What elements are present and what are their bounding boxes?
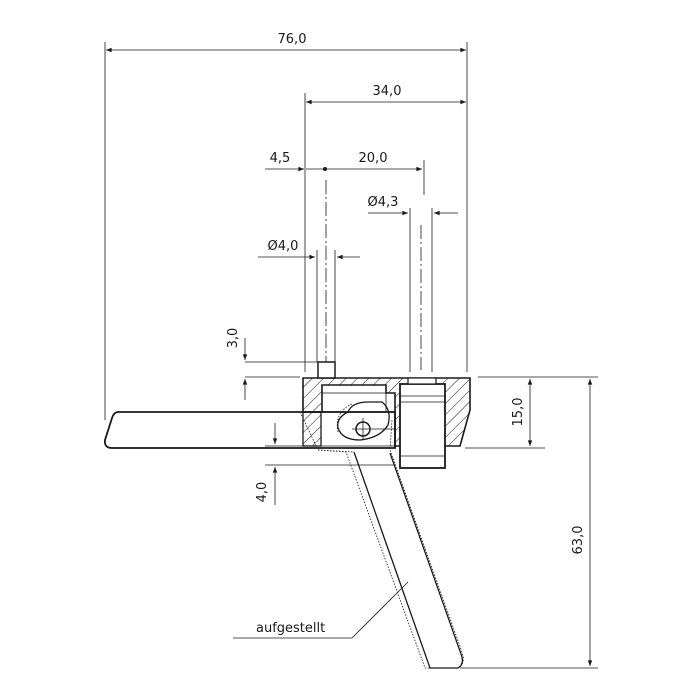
dimension-pin-diameter-label: Ø4,0 [268, 239, 299, 254]
lever-raised [299, 403, 464, 669]
right-bolt [399, 377, 446, 469]
top-pin [317, 361, 336, 379]
dimension-pin-diameter: Ø4,0 [258, 239, 360, 362]
dimension-pin-height: 3,0 [226, 328, 248, 400]
dimension-body-width: 34,0 [305, 84, 467, 105]
label-raised-position: aufgestellt [233, 581, 409, 639]
dimension-hole-diameter-label: Ø4,3 [368, 195, 399, 210]
dimension-lever-thickness-label: 4,0 [255, 482, 270, 503]
dimension-overall-width-label: 76,0 [278, 32, 307, 47]
dimension-pin-height-label: 3,0 [226, 328, 241, 349]
raised-position-label: aufgestellt [256, 621, 325, 636]
pivot [337, 401, 395, 441]
dimension-total-height-label: 63,0 [571, 526, 586, 555]
dimension-overall-width: 76,0 [106, 32, 467, 53]
dimension-lever-thickness: 4,0 [255, 423, 278, 505]
dimension-pin-spacing-label: 20,0 [359, 151, 388, 166]
dimension-offset-and-spacing: 4,5 20,0 [265, 151, 425, 195]
extension-lines [104, 42, 598, 669]
dimension-offset-left-label: 4,5 [270, 151, 291, 166]
dimension-body-height-label: 15,0 [511, 398, 526, 427]
dimension-body-height: 15,0 [511, 378, 533, 447]
dimension-body-width-label: 34,0 [373, 84, 402, 99]
dimension-total-height: 63,0 [571, 378, 593, 666]
centerlines [325, 180, 422, 370]
lever-closed [103, 411, 396, 449]
dimension-hole-diameter: Ø4,3 [368, 195, 458, 372]
